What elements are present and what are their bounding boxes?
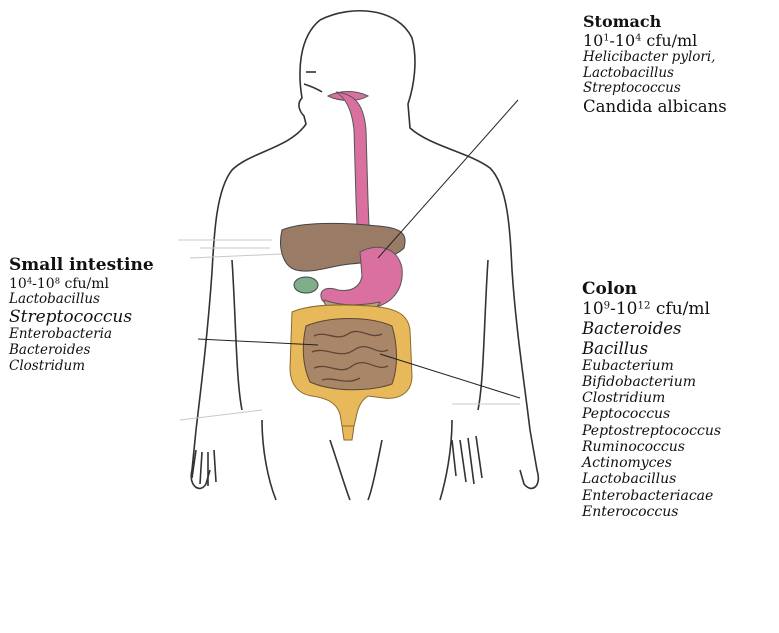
colon-organism: Enterococcus <box>582 504 721 520</box>
stomach-organism: Streptococcus <box>583 81 727 97</box>
colon-label: Colon 109-1012 cfu/ml Bacteroides Bacill… <box>582 280 721 520</box>
small-intestine-count: 104-108 cfu/ml <box>9 276 154 292</box>
rectum <box>342 426 354 440</box>
colon-organism: Ruminococcus <box>582 439 721 455</box>
stomach-organism: Lactobacillus <box>583 66 727 82</box>
colon-organism: Enterobacteriacae <box>582 488 721 504</box>
colon-organism: Eubacterium <box>582 358 721 374</box>
small-intestine-organism: Clostridum <box>9 359 154 375</box>
colon-organism: Bacteroides <box>582 319 721 338</box>
colon-organism: Actinomyces <box>582 455 721 471</box>
colon-title: Colon <box>582 279 637 299</box>
small-intestine <box>303 319 396 390</box>
stomach-organism-candida: Candida albicans <box>583 97 727 116</box>
colon-count: 109-1012 cfu/ml <box>582 300 721 320</box>
colon-organism: Peptococcus <box>582 406 721 422</box>
stomach-label: Stomach 101-104 cfu/ml Helicibacter pylo… <box>583 13 727 116</box>
colon-organism: Clostridium <box>582 390 721 406</box>
small-intestine-label: Small intestine 104-108 cfu/ml Lactobaci… <box>9 256 154 374</box>
colon-organism: Lactobacillus <box>582 471 721 487</box>
colon-organism: Bacillus <box>582 339 721 358</box>
small-intestine-organism: Streptococcus <box>9 308 154 328</box>
small-intestine-organism: Lactobacillus <box>9 292 154 308</box>
stomach-title: Stomach <box>583 12 661 31</box>
stomach-organism: Helicibacter pylori, <box>583 50 727 66</box>
stomach-count: 101-104 cfu/ml <box>583 32 727 51</box>
small-intestine-title: Small intestine <box>9 255 154 275</box>
small-intestine-organism: Bacteroides <box>9 343 154 359</box>
small-intestine-organism: Enterobacteria <box>9 327 154 343</box>
colon-organism: Peptostreptococcus <box>582 423 721 439</box>
gallbladder <box>294 277 318 293</box>
colon-organism: Bifidobacterium <box>582 374 721 390</box>
